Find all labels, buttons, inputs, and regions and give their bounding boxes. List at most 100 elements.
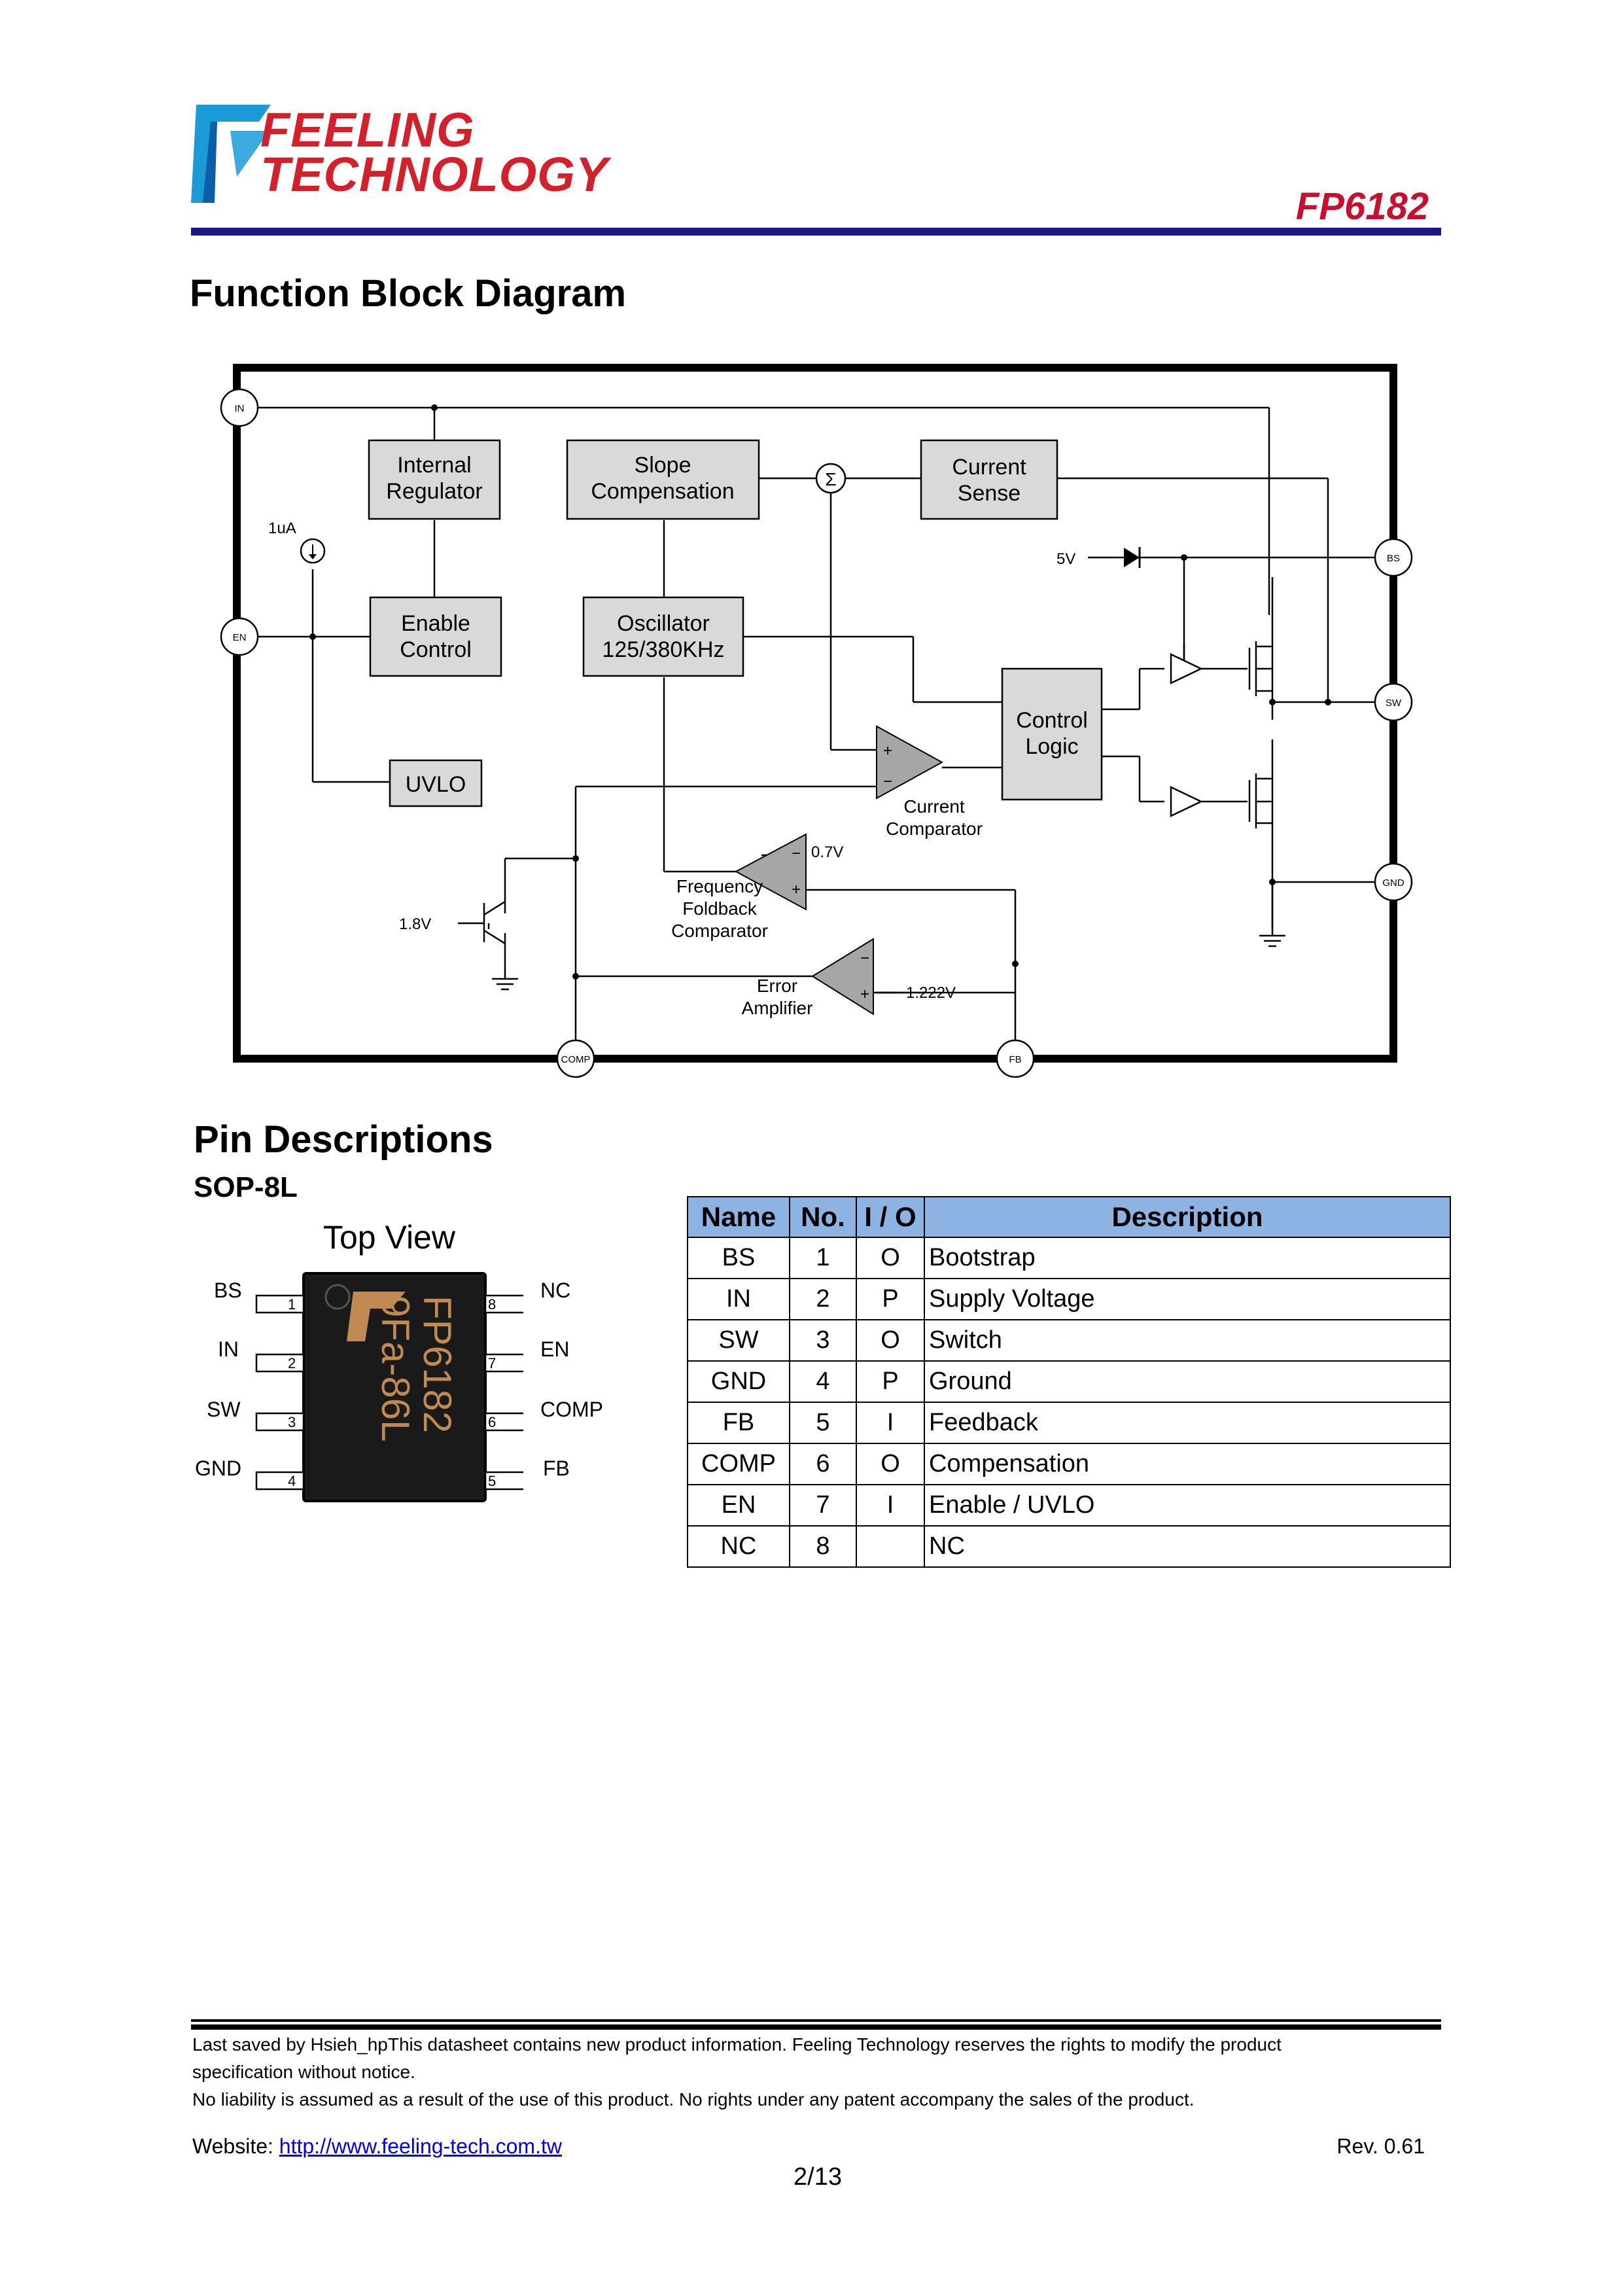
cell-name: IN [687, 1278, 790, 1320]
logo-text-line1: FEELING [260, 103, 475, 157]
chip-package-drawing: FP6182 9Fa-86L 1 2 3 4 8 7 6 5 [255, 1272, 523, 1502]
footer-rule-thick [191, 2024, 1441, 2030]
footer-line3: No liability is assumed as a result of t… [192, 2089, 1195, 2110]
footer-line1: Last saved by Hsieh_hpThis datasheet con… [192, 2034, 1282, 2055]
svg-text:Regulator: Regulator [386, 479, 482, 504]
svg-text:BS: BS [1387, 553, 1400, 564]
cell-name: NC [687, 1525, 790, 1568]
chip-pin-label: NC [540, 1279, 571, 1302]
svg-text:IN: IN [235, 403, 245, 414]
cell-io: I [856, 1402, 925, 1444]
website-label: Website: [192, 2134, 279, 2158]
cell-io: O [856, 1443, 925, 1485]
cell-name: EN [687, 1484, 790, 1527]
svg-text:3: 3 [288, 1414, 296, 1430]
svg-text:−: − [792, 845, 801, 862]
svg-text:Oscillator: Oscillator [617, 611, 710, 636]
header-rule [191, 228, 1441, 236]
part-number: FP6182 [1295, 185, 1429, 228]
column-header-name: Name [687, 1196, 790, 1238]
website-link[interactable]: http://www.feeling-tech.com.tw [279, 2134, 562, 2158]
svg-text:+: + [860, 985, 869, 1003]
column-header-io: I / O [856, 1196, 925, 1238]
function-block-diagram: Internal Regulator Slope Compensation Cu… [220, 364, 1413, 1078]
cell-no: 3 [789, 1319, 857, 1362]
cell-io: O [856, 1319, 925, 1362]
svg-text:Amplifier: Amplifier [742, 998, 813, 1018]
pin-comp: COMP [556, 1039, 595, 1078]
footer-line2: specification without notice. [192, 2062, 415, 2082]
pin-gnd: GND [1374, 862, 1413, 902]
svg-text:8: 8 [488, 1296, 496, 1313]
block-current-sense: Current Sense [920, 439, 1058, 520]
svg-text:FB: FB [1009, 1054, 1021, 1065]
mosfet-low-side [1248, 773, 1272, 828]
svg-text:1: 1 [288, 1296, 296, 1313]
pin-in: IN [220, 388, 259, 427]
chip-pin-label: SW [207, 1398, 241, 1421]
chip-logo-icon [347, 1292, 406, 1341]
cell-name: GND [687, 1360, 790, 1403]
cell-io [856, 1525, 925, 1568]
junction-dots [309, 404, 1331, 980]
pin1-marker-icon [324, 1284, 351, 1310]
label-1-222v: 1.222V [906, 984, 956, 1002]
table-row: IN 2 P Supply Voltage [687, 1278, 1451, 1320]
cell-no: 1 [789, 1237, 857, 1279]
cell-no: 8 [789, 1525, 857, 1568]
cell-description: Ground [924, 1360, 1451, 1403]
ground-icon [492, 978, 518, 991]
table-row: COMP 6 O Compensation [687, 1443, 1451, 1485]
cell-name: BS [687, 1237, 790, 1279]
svg-text:COMP: COMP [561, 1054, 591, 1065]
svg-text:EN: EN [233, 632, 247, 643]
mosfet-high-side [1248, 641, 1272, 696]
section-title-pin-descriptions: Pin Descriptions [194, 1118, 493, 1161]
logo-mark-icon [191, 105, 271, 203]
cell-description: Feedback [924, 1402, 1451, 1444]
frequency-foldback-comparator [734, 833, 807, 911]
svg-text:Frequency: Frequency [676, 876, 763, 896]
svg-text:Comparator: Comparator [671, 921, 768, 941]
block-enable-control: Enable Control [369, 596, 502, 677]
table-row: BS 1 O Bootstrap [687, 1237, 1451, 1279]
block-oscillator: Oscillator 125/380KHz [582, 596, 744, 677]
svg-text:4: 4 [288, 1473, 296, 1489]
cell-no: 6 [789, 1443, 857, 1485]
column-header-no: No. [789, 1196, 857, 1238]
table-header-row: Name No. I / O Description [687, 1196, 1451, 1238]
svg-text:SW: SW [1386, 698, 1402, 709]
cell-io: P [856, 1360, 925, 1403]
svg-text:5: 5 [488, 1473, 496, 1489]
cell-description: Bootstrap [924, 1237, 1451, 1279]
sigma-label: Σ [825, 469, 836, 489]
cell-description: Compensation [924, 1443, 1451, 1485]
label-1ua: 1uA [268, 520, 296, 537]
table-row: GND 4 P Ground [687, 1360, 1451, 1403]
pin-description-table: Name No. I / O Description BS 1 O Bootst… [687, 1196, 1451, 1568]
block-uvlo: UVLO [389, 759, 483, 807]
chip-pin-label: COMP [540, 1398, 603, 1421]
label-0-7v: 0.7V [811, 843, 843, 861]
cell-description: Switch [924, 1319, 1451, 1362]
svg-text:Internal: Internal [397, 453, 471, 478]
svg-text:Current: Current [952, 455, 1026, 480]
svg-text:Error: Error [757, 976, 797, 996]
svg-text:Control: Control [1016, 708, 1088, 733]
cell-io: P [856, 1278, 925, 1320]
block-internal-regulator: Internal Regulator [368, 439, 501, 520]
revision-label: Rev. 0.61 [1336, 2134, 1425, 2158]
chip-pin-label: EN [540, 1337, 570, 1361]
footer-rule-thin [191, 2019, 1441, 2022]
chip-pin-label: IN [218, 1337, 239, 1361]
table-row: FB 5 I Feedback [687, 1402, 1451, 1444]
svg-text:Slope: Slope [635, 453, 691, 478]
cell-no: 4 [789, 1360, 857, 1403]
cell-io: I [856, 1484, 925, 1527]
error-amplifier [811, 938, 874, 1016]
label-1-8v: 1.8V [399, 915, 431, 933]
pin-bs: BS [1374, 538, 1413, 577]
page-number: 2/13 [794, 2163, 842, 2191]
section-title-block-diagram: Function Block Diagram [190, 272, 627, 315]
logo-text-line2: TECHNOLOGY [260, 147, 609, 202]
